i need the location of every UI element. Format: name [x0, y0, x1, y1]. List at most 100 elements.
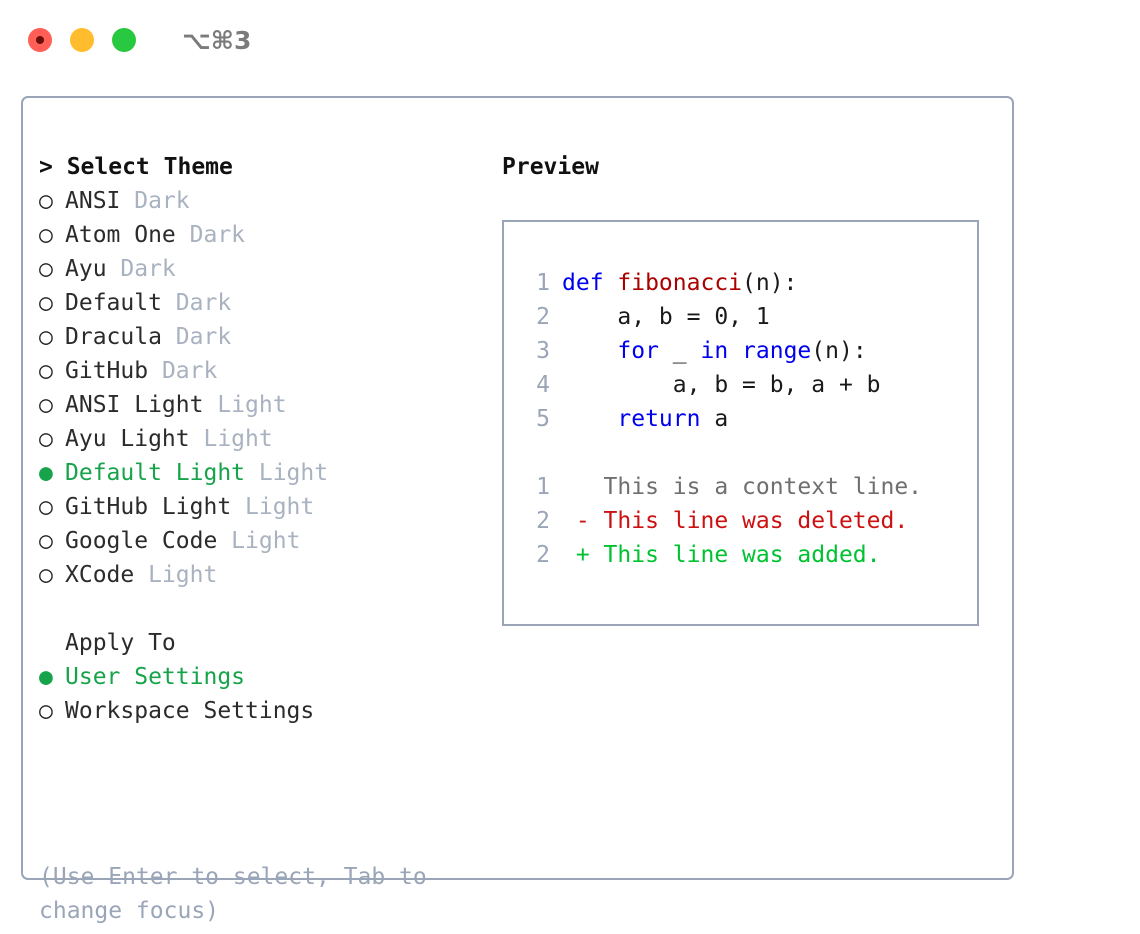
theme-item[interactable]: ○ Google Code Light — [39, 524, 469, 558]
code-token: (n): — [742, 270, 798, 296]
code-token: _ — [658, 338, 701, 364]
radio-unselected-icon: ○ — [39, 494, 53, 520]
diff-line-text: This is a context line. — [562, 474, 923, 500]
theme-item-name: GitHub — [65, 358, 149, 384]
theme-item[interactable]: ○ Atom One Dark — [39, 218, 469, 252]
theme-item[interactable]: ○ ANSI Dark — [39, 184, 469, 218]
code-token: in — [700, 338, 729, 364]
line-number: 3 — [536, 338, 550, 364]
window-titlebar: ⌥⌘3 — [0, 0, 1140, 80]
radio-unselected-icon: ○ — [39, 188, 53, 214]
code-line: 2 a, b = 0, 1 — [504, 300, 977, 334]
radio-unselected-icon: ○ — [39, 392, 53, 418]
radio-unselected-icon: ○ — [39, 562, 53, 588]
diff-line-text: + This line was added. — [562, 542, 881, 568]
theme-item-category: Light — [245, 460, 329, 486]
diff-sample: 1 This is a context line.2 - This line w… — [504, 470, 977, 572]
code-diff-spacer — [504, 436, 977, 470]
theme-item-category: Light — [189, 426, 273, 452]
theme-item-category: Light — [134, 562, 218, 588]
theme-item-name: Dracula — [65, 324, 162, 350]
line-number: 1 — [536, 270, 550, 296]
apply-to-panel: Apply To ● User Settings ○ Workspace Settin… — [39, 626, 469, 728]
code-line: 3 for _ in range(n): — [504, 334, 977, 368]
section-spacer — [39, 592, 469, 626]
theme-selector-panel: > Select Theme ○ANSI Dark○Atom One Dark○… — [39, 150, 469, 728]
theme-item-name: XCode — [65, 562, 135, 588]
diff-line: 2 + This line was added. — [504, 538, 977, 572]
radio-unselected-icon: ○ — [39, 290, 53, 316]
keyboard-shortcut-label: ⌥⌘3 — [182, 25, 252, 55]
theme-item-name: Ayu Light — [65, 426, 190, 452]
theme-list[interactable]: ○ ANSI Dark ○ Atom One Dark ○ Ayu Dark ○ Defaul… — [39, 184, 469, 592]
line-number: 2 — [536, 304, 550, 330]
diff-line: 2 - This line was deleted. — [504, 504, 977, 538]
diff-line: 1 This is a context line. — [504, 470, 977, 504]
code-token: a, b = 0, 1 — [562, 304, 770, 330]
code-token — [562, 338, 617, 364]
code-token: return — [617, 406, 701, 432]
code-token — [728, 338, 742, 364]
radio-unselected-icon: ○ — [39, 324, 53, 350]
theme-item-category: Dark — [175, 222, 246, 248]
theme-item-category: Light — [203, 392, 287, 418]
main-content-frame: > Select Theme ○ANSI Dark○Atom One Dark○… — [21, 96, 1014, 924]
apply-to-list[interactable]: ● User Settings ○ Workspace Settings — [39, 660, 469, 728]
theme-item[interactable]: ○Dracula Dark — [39, 320, 469, 354]
apply-to-header-indent — [39, 626, 65, 660]
theme-item[interactable]: ○ Ayu Light Light — [39, 422, 469, 456]
theme-item-name: Default — [65, 290, 162, 316]
theme-item-name: Google Code — [65, 528, 218, 554]
apply-to-item-name: Workspace Settings — [65, 698, 315, 724]
radio-unselected-icon: ○ — [39, 698, 53, 724]
theme-item-name: ANSI Light — [65, 392, 204, 418]
theme-item-category: Dark — [148, 358, 218, 384]
diff-line-text: - This line was deleted. — [562, 508, 909, 534]
preview-title: Preview — [502, 154, 599, 180]
line-number: 5 — [536, 406, 550, 432]
theme-item-name: Ayu — [65, 256, 107, 282]
maximize-window-icon[interactable] — [112, 28, 136, 52]
close-window-icon[interactable] — [28, 28, 52, 52]
line-number: 2 — [536, 508, 550, 534]
theme-item-category: Light — [217, 528, 301, 554]
apply-to-header: Apply To — [39, 626, 469, 660]
theme-item[interactable]: ●Default Light Light — [39, 456, 469, 490]
theme-item[interactable]: ○ XCode Light — [39, 558, 469, 592]
theme-item[interactable]: ○ GitHub Light Light — [39, 490, 469, 524]
theme-item[interactable]: ○GitHub Dark — [39, 354, 469, 388]
line-number: 4 — [536, 372, 550, 398]
radio-unselected-icon: ○ — [39, 426, 53, 452]
radio-selected-icon: ● — [39, 664, 53, 690]
code-token: a — [700, 406, 729, 432]
theme-item[interactable]: ○ Ayu Dark — [39, 252, 469, 286]
minimize-window-icon[interactable] — [70, 28, 94, 52]
apply-to-item-name: User Settings — [65, 664, 246, 690]
radio-unselected-icon: ○ — [39, 256, 53, 282]
apply-to-item[interactable]: ● User Settings — [39, 660, 469, 694]
theme-item-name: Atom One — [65, 222, 176, 248]
theme-selector-header: > Select Theme — [39, 154, 233, 180]
theme-item-name: GitHub Light — [65, 494, 232, 520]
code-line: 4 a, b = b, a + b — [504, 368, 977, 402]
theme-item-category: Light — [231, 494, 315, 520]
radio-selected-icon: ● — [39, 460, 53, 486]
apply-to-item[interactable]: ○ Workspace Settings — [39, 694, 469, 728]
theme-item-category: Dark — [120, 188, 190, 214]
code-token: range — [742, 338, 812, 364]
theme-item[interactable]: ○ Default Dark — [39, 286, 469, 320]
keyboard-hint-text: (Use Enter to select, Tab to change focu… — [39, 864, 441, 924]
radio-unselected-icon: ○ — [39, 222, 53, 248]
theme-item-category: Dark — [161, 290, 232, 316]
code-token: def — [562, 270, 618, 296]
theme-item-category: Dark — [106, 256, 176, 282]
code-token: for — [617, 338, 659, 364]
radio-unselected-icon: ○ — [39, 528, 53, 554]
theme-item[interactable]: ○ ANSI Light Light — [39, 388, 469, 422]
theme-item-name: ANSI — [65, 188, 121, 214]
